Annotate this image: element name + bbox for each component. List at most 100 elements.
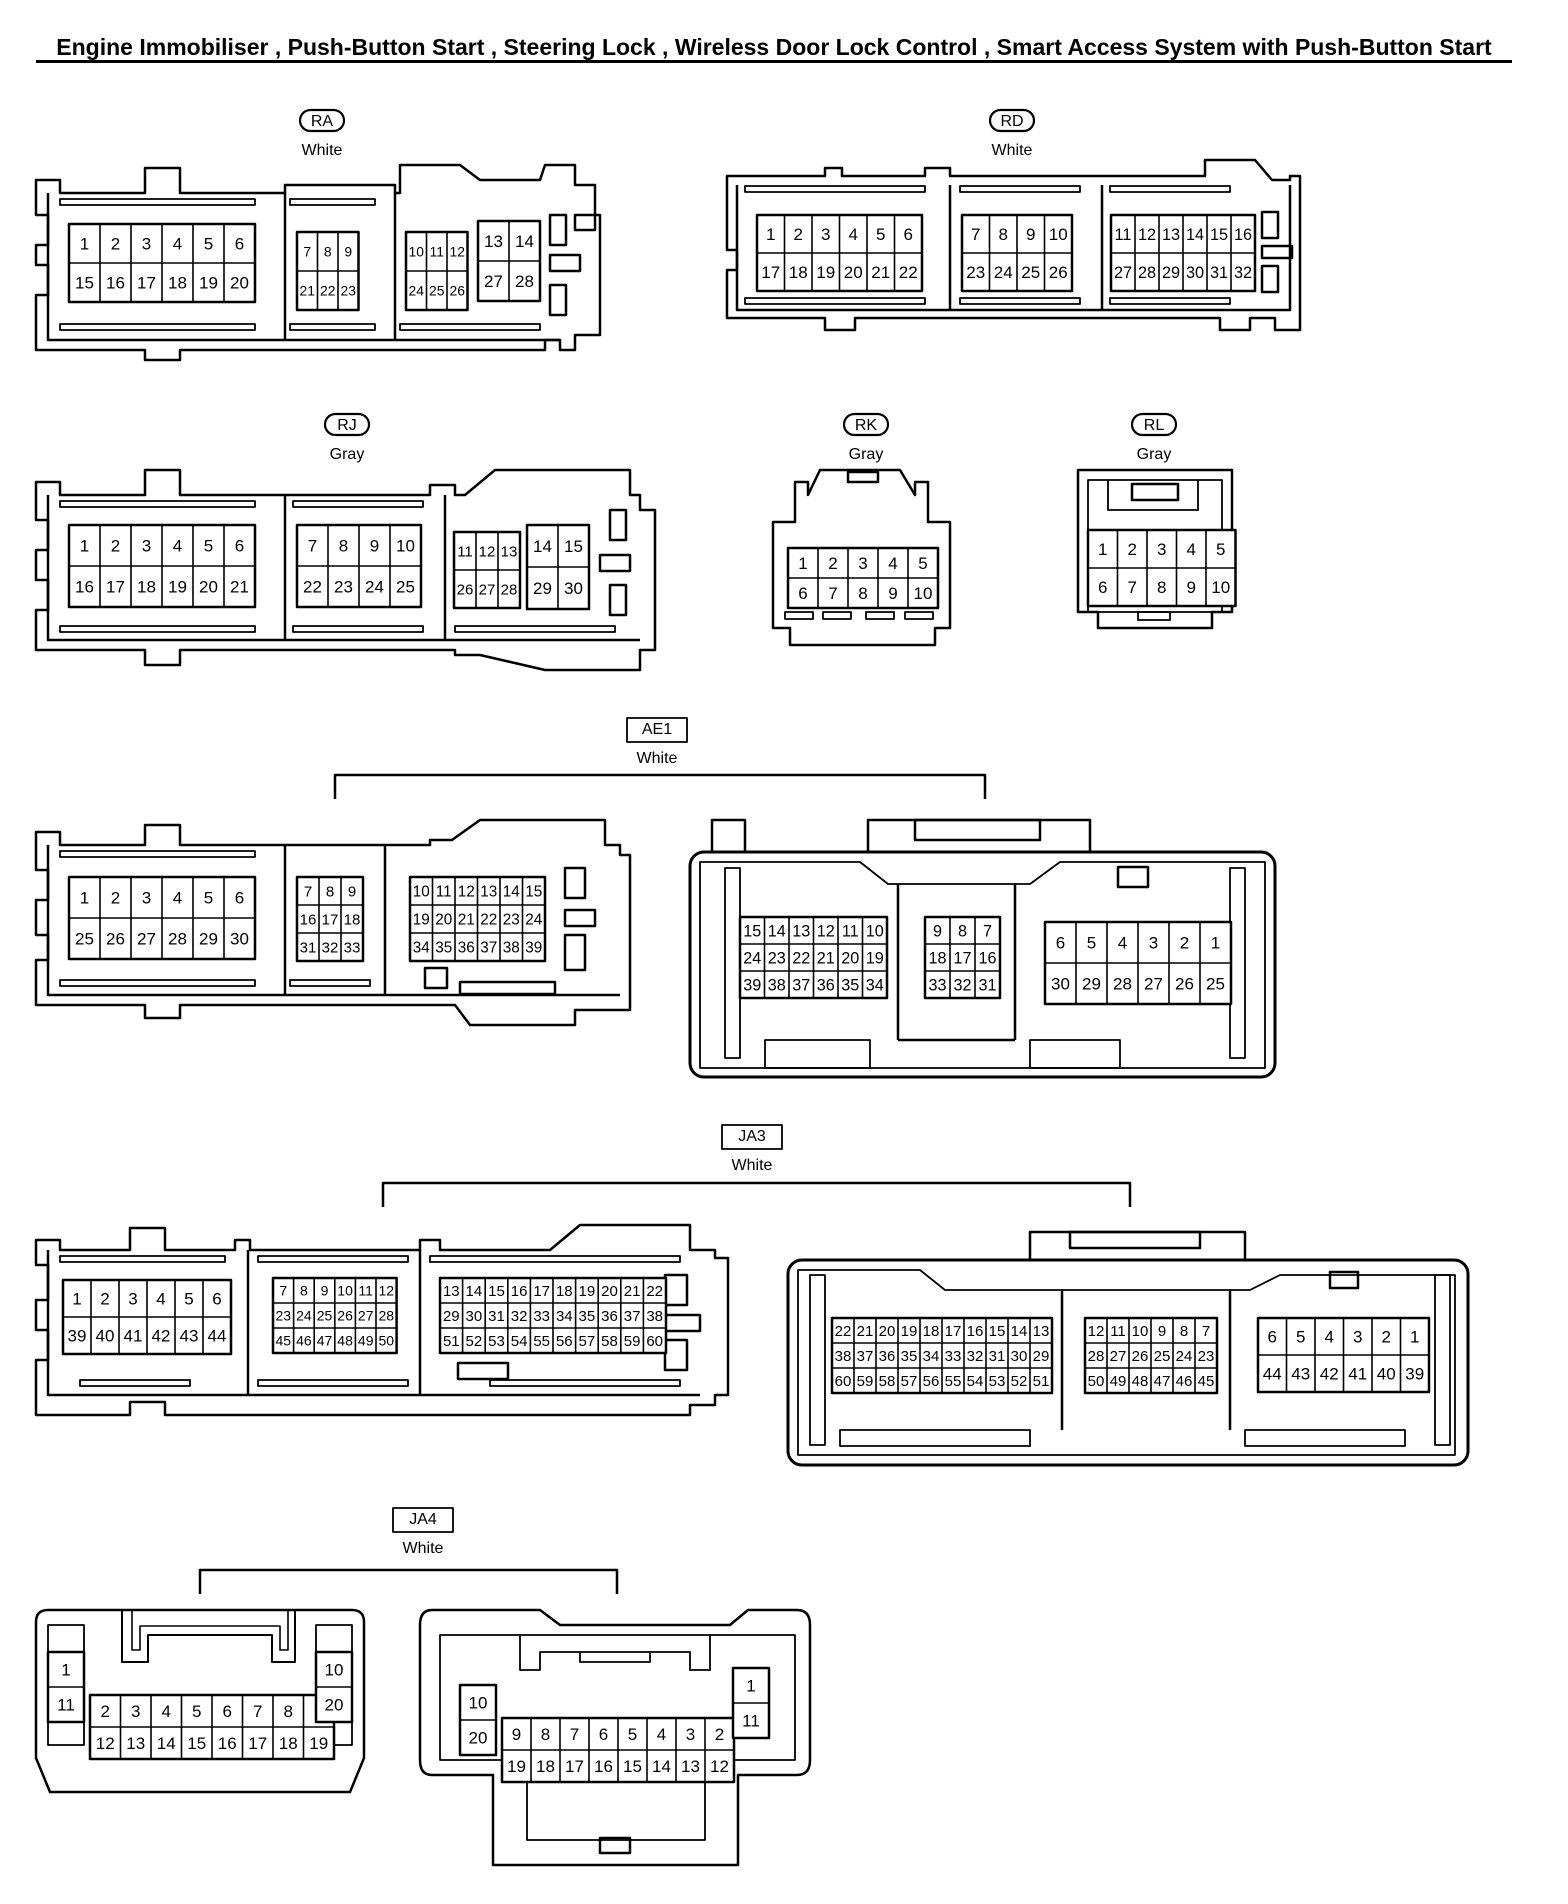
pin-JA3-46: 46 <box>1176 1373 1193 1390</box>
pin-RJ-5: 5 <box>204 537 213 556</box>
pin-JA3-27: 27 <box>1110 1348 1127 1365</box>
pin-JA3-35: 35 <box>579 1308 596 1325</box>
pin-JA4-11: 11 <box>57 1696 75 1715</box>
pin-RD-15: 15 <box>1210 226 1228 244</box>
pin-RA-13: 13 <box>484 232 503 251</box>
pin-AE1-30: 30 <box>230 930 249 949</box>
pin-JA3-24: 24 <box>296 1308 312 1324</box>
pin-JA3-37: 37 <box>857 1348 874 1365</box>
pin-RA-16: 16 <box>106 274 125 293</box>
pin-JA3-15: 15 <box>989 1323 1006 1340</box>
pin-JA3-60: 60 <box>646 1333 663 1350</box>
pin-RJ-18: 18 <box>137 578 156 597</box>
pin-RA-9: 9 <box>344 244 352 260</box>
pin-AE1-32: 32 <box>322 939 339 956</box>
pin-JA4-19: 19 <box>309 1734 328 1753</box>
pin-RL-4: 4 <box>1187 540 1196 559</box>
pin-AE1-37: 37 <box>480 940 497 957</box>
pin-RA-1: 1 <box>80 235 89 254</box>
pin-JA3-31: 31 <box>488 1308 505 1325</box>
pin-JA3-38: 38 <box>835 1348 852 1365</box>
pin-JA3-48: 48 <box>337 1333 353 1349</box>
connector-color-RL: Gray <box>1137 446 1172 463</box>
pin-RK-8: 8 <box>858 584 867 603</box>
connector-AE1-right <box>688 818 1277 1079</box>
pin-AE1-18: 18 <box>928 949 946 967</box>
pin-JA3-7: 7 <box>279 1283 287 1299</box>
pin-JA3-18: 18 <box>923 1323 940 1340</box>
pin-JA3-30: 30 <box>1011 1348 1028 1365</box>
pin-JA3-3: 3 <box>128 1290 137 1309</box>
title-underline <box>36 60 1512 63</box>
pin-RJ-24: 24 <box>365 578 384 597</box>
connector-color-RD: White <box>992 142 1033 159</box>
pin-AE1-11: 11 <box>842 922 859 940</box>
pin-JA3-52: 52 <box>466 1333 483 1350</box>
pin-RJ-23: 23 <box>334 578 353 597</box>
pin-AE1-4: 4 <box>1118 934 1127 953</box>
pin-AE1-11: 11 <box>436 884 452 901</box>
pin-RJ-19: 19 <box>168 578 187 597</box>
pin-AE1-13: 13 <box>792 922 810 940</box>
pin-JA3-4: 4 <box>156 1290 165 1309</box>
pin-JA3-3: 3 <box>1353 1328 1362 1347</box>
pin-JA3-46: 46 <box>296 1333 312 1349</box>
pin-RJ-7: 7 <box>308 537 317 556</box>
pin-JA3-37: 37 <box>624 1308 641 1325</box>
brace-JA3 <box>381 1181 1132 1207</box>
pin-RD-25: 25 <box>1021 263 1040 282</box>
pin-AE1-6: 6 <box>235 889 244 908</box>
pin-RD-29: 29 <box>1162 264 1180 282</box>
pin-AE1-19: 19 <box>866 949 884 967</box>
pin-JA4-18: 18 <box>536 1757 555 1776</box>
pin-RL-10: 10 <box>1211 578 1230 597</box>
pin-JA4-6: 6 <box>599 1725 608 1744</box>
pin-JA3-1: 1 <box>72 1290 81 1309</box>
pin-JA3-25: 25 <box>1154 1348 1171 1365</box>
pin-JA3-48: 48 <box>1132 1373 1149 1390</box>
pin-AE1-1: 1 <box>80 889 89 908</box>
pin-RA-5: 5 <box>204 235 213 254</box>
pin-AE1-16: 16 <box>978 949 996 967</box>
pin-JA3-7: 7 <box>1202 1323 1210 1340</box>
pin-JA4-6: 6 <box>223 1702 232 1721</box>
pin-JA3-33: 33 <box>533 1308 550 1325</box>
pin-JA3-59: 59 <box>857 1373 874 1390</box>
pin-JA3-35: 35 <box>901 1348 918 1365</box>
pin-RD-27: 27 <box>1114 264 1132 282</box>
pin-AE1-21: 21 <box>458 912 475 929</box>
pin-JA4-3: 3 <box>131 1702 140 1721</box>
pin-JA4-8: 8 <box>541 1725 550 1744</box>
pin-JA3-33: 33 <box>945 1348 962 1365</box>
pin-AE1-10: 10 <box>866 922 884 940</box>
pin-JA3-39: 39 <box>1405 1365 1424 1384</box>
pin-JA3-57: 57 <box>901 1373 918 1390</box>
pin-JA3-47: 47 <box>1154 1373 1171 1390</box>
pin-JA3-34: 34 <box>923 1348 940 1365</box>
pin-JA3-6: 6 <box>1268 1328 1277 1347</box>
pin-JA3-42: 42 <box>152 1327 171 1346</box>
pin-RK-6: 6 <box>798 584 807 603</box>
pin-JA3-49: 49 <box>1110 1373 1127 1390</box>
pin-JA3-1: 1 <box>1410 1328 1419 1347</box>
pin-AE1-7: 7 <box>983 922 992 940</box>
pin-JA4-3: 3 <box>686 1725 695 1744</box>
pin-AE1-15: 15 <box>743 922 761 940</box>
pin-JA3-11: 11 <box>1110 1323 1126 1340</box>
pin-RJ-27: 27 <box>479 581 496 598</box>
pin-AE1-15: 15 <box>525 884 542 901</box>
pin-JA3-10: 10 <box>337 1283 353 1299</box>
pin-JA3-60: 60 <box>835 1373 852 1390</box>
pin-JA4-7: 7 <box>253 1702 262 1721</box>
